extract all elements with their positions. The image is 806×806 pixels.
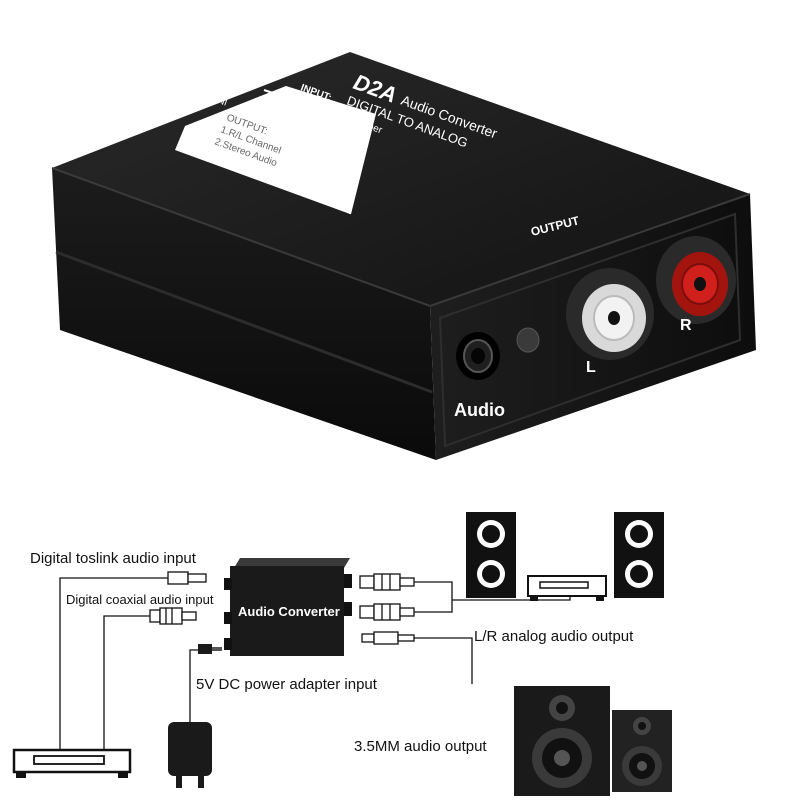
device-left-face: [52, 168, 436, 460]
speaker-left: [466, 512, 516, 598]
powered-speaker-large: [514, 686, 610, 796]
jack-plug: [361, 631, 415, 645]
dvd-player-icon: [12, 748, 132, 778]
device-front-panel: [438, 212, 742, 448]
connection-diagram: [12, 512, 672, 796]
mm-output-cable: [414, 637, 473, 684]
converter-label: Audio Converter: [238, 604, 340, 619]
rca-left-port: [566, 268, 654, 360]
power-plug: [198, 644, 222, 654]
rca-plug-middle: [359, 603, 415, 621]
speaker-right: [614, 512, 664, 598]
toslink-cable: [59, 577, 168, 760]
device-side-label: INPUT: [199, 89, 228, 108]
mm-output-label: 3.5MM audio output: [354, 738, 487, 755]
audio-label: Audio: [454, 400, 505, 420]
power-adapter-icon: [168, 722, 212, 788]
lr-output-cable: [414, 581, 453, 613]
power-input-label: 5V DC power adapter input: [196, 676, 377, 693]
amplifier-icon: [527, 575, 607, 601]
toslink-input-label: Digital toslink audio input: [30, 550, 196, 567]
rca-right-port: [656, 236, 736, 324]
device-seam-line: [55, 250, 433, 394]
left-channel-label: L: [586, 359, 596, 376]
toslink-plug: [167, 571, 207, 585]
coaxial-plug: [149, 607, 197, 625]
led-indicator: [516, 327, 540, 353]
coaxial-cable: [103, 615, 150, 760]
converter-box-diagram: [224, 558, 352, 656]
device-label-panel: [175, 86, 376, 214]
audio-jack: [456, 332, 500, 380]
right-channel-label: R: [680, 317, 692, 334]
powered-speaker-small: [612, 710, 672, 792]
lr-output-label: L/R analog audio output: [474, 628, 634, 645]
coaxial-input-label: Digital coaxial audio input: [66, 592, 214, 607]
rca-plug-top: [359, 573, 415, 591]
product-photo: D2A Audio Converter DIGITAL TO ANALOG IN…: [51, 52, 756, 460]
